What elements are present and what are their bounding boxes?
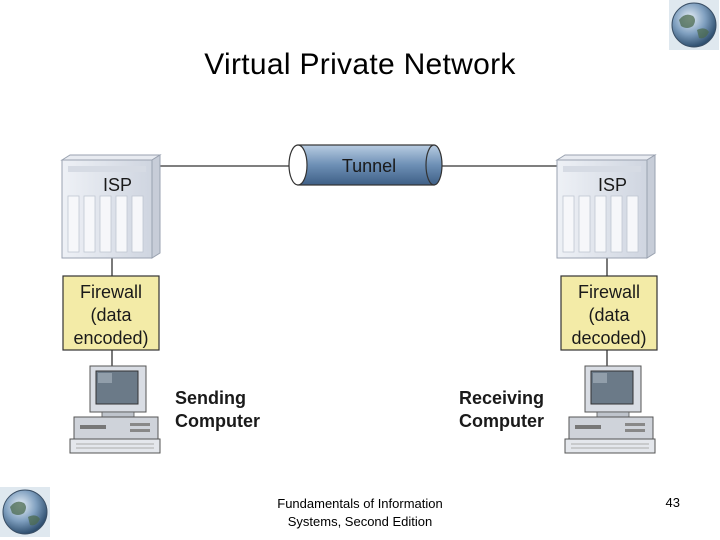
globe-icon — [669, 0, 719, 50]
isp-label-left: ISP — [103, 175, 132, 195]
slide-footer: Fundamentals of Information Systems, Sec… — [250, 495, 470, 531]
firewall-left-line3: encoded) — [73, 328, 148, 348]
firewall-right-line2: (data — [588, 305, 630, 325]
tunnel: Tunnel — [288, 144, 443, 186]
globe-icon — [0, 487, 50, 537]
firewall-right-line3: decoded) — [571, 328, 646, 348]
desktop-computer-icon — [564, 365, 656, 454]
isp-label-right: ISP — [598, 175, 627, 195]
page-number: 43 — [665, 495, 680, 510]
firewall-box-left: Firewall (data encoded) — [62, 275, 160, 351]
slide-title: Virtual Private Network — [204, 48, 516, 81]
footer-line-2: Systems, Second Edition — [287, 514, 433, 529]
firewall-left-line1: Firewall — [80, 282, 142, 302]
firewall-left-line2: (data — [90, 305, 132, 325]
sending-computer-line2: Computer — [175, 411, 260, 431]
receiving-computer-line2: Computer — [459, 411, 544, 431]
sending-computer-line1: Sending — [175, 388, 246, 408]
vpn-diagram: Tunnel ISP ISP Firewall (data encoded) F — [60, 144, 658, 454]
tunnel-label: Tunnel — [342, 156, 396, 176]
receiving-computer-line1: Receiving — [459, 388, 544, 408]
firewall-box-right: Firewall (data decoded) — [560, 275, 658, 351]
isp-server-icon — [60, 154, 162, 259]
firewall-right-line1: Firewall — [578, 282, 640, 302]
desktop-computer-icon — [69, 365, 161, 454]
isp-server-icon — [555, 154, 657, 259]
footer-line-1: Fundamentals of Information — [277, 496, 443, 511]
